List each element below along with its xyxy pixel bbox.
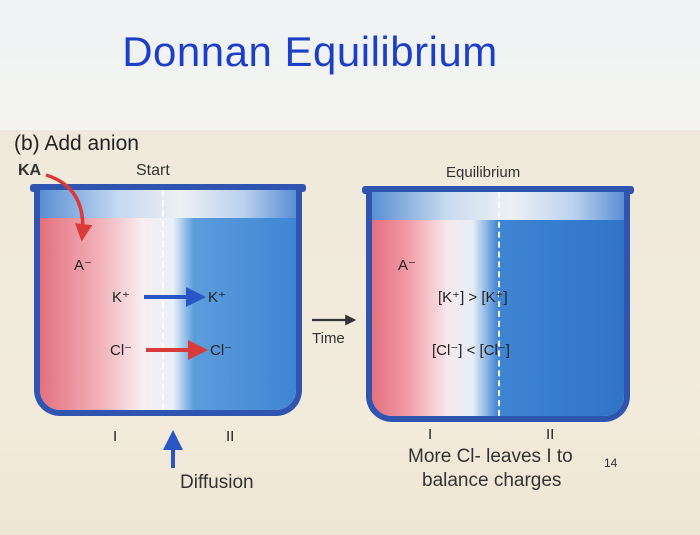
k-ion-right: K⁺ [208, 289, 226, 306]
start-beaker [34, 190, 302, 416]
compartment-2-equilibrium: II [546, 426, 555, 443]
k-relation: [K⁺] > [K⁺] [438, 289, 508, 306]
note-line-1: More Cl- leaves I to [408, 446, 573, 467]
diagram-panel: (b) Add anion KA Start Equilibrium A⁻ K⁺… [0, 130, 700, 535]
cl-ion-left: Cl⁻ [110, 342, 133, 359]
anion-label-equilibrium: A⁻ [398, 257, 416, 274]
diffusion-label: Diffusion [180, 472, 254, 493]
note-line-2: balance charges [422, 470, 562, 491]
equilibrium-beaker [366, 192, 630, 422]
compartment-1-start: I [113, 428, 118, 445]
compartment-1-equilibrium: I [428, 426, 433, 443]
page-number: 14 [604, 456, 618, 470]
k-ion-left: K⁺ [112, 289, 130, 306]
equilibrium-membrane [498, 192, 500, 416]
start-headspace [40, 190, 296, 218]
ka-label: KA [18, 162, 42, 179]
start-liquid-fill [40, 218, 296, 410]
cl-ion-right: Cl⁻ [210, 342, 233, 359]
page-title: Donnan Equilibrium [122, 28, 498, 75]
time-label: Time [312, 330, 345, 347]
start-membrane [162, 190, 164, 410]
cl-relation: [Cl⁻] < [Cl⁻] [432, 342, 510, 359]
panel-heading: (b) Add anion [14, 132, 139, 155]
compartment-2-start: II [226, 428, 235, 445]
equilibrium-label: Equilibrium [446, 164, 521, 181]
anion-label-start: A⁻ [74, 257, 92, 274]
equilibrium-beaker-rim [362, 186, 634, 194]
start-label: Start [136, 162, 170, 179]
start-beaker-rim [30, 184, 306, 192]
